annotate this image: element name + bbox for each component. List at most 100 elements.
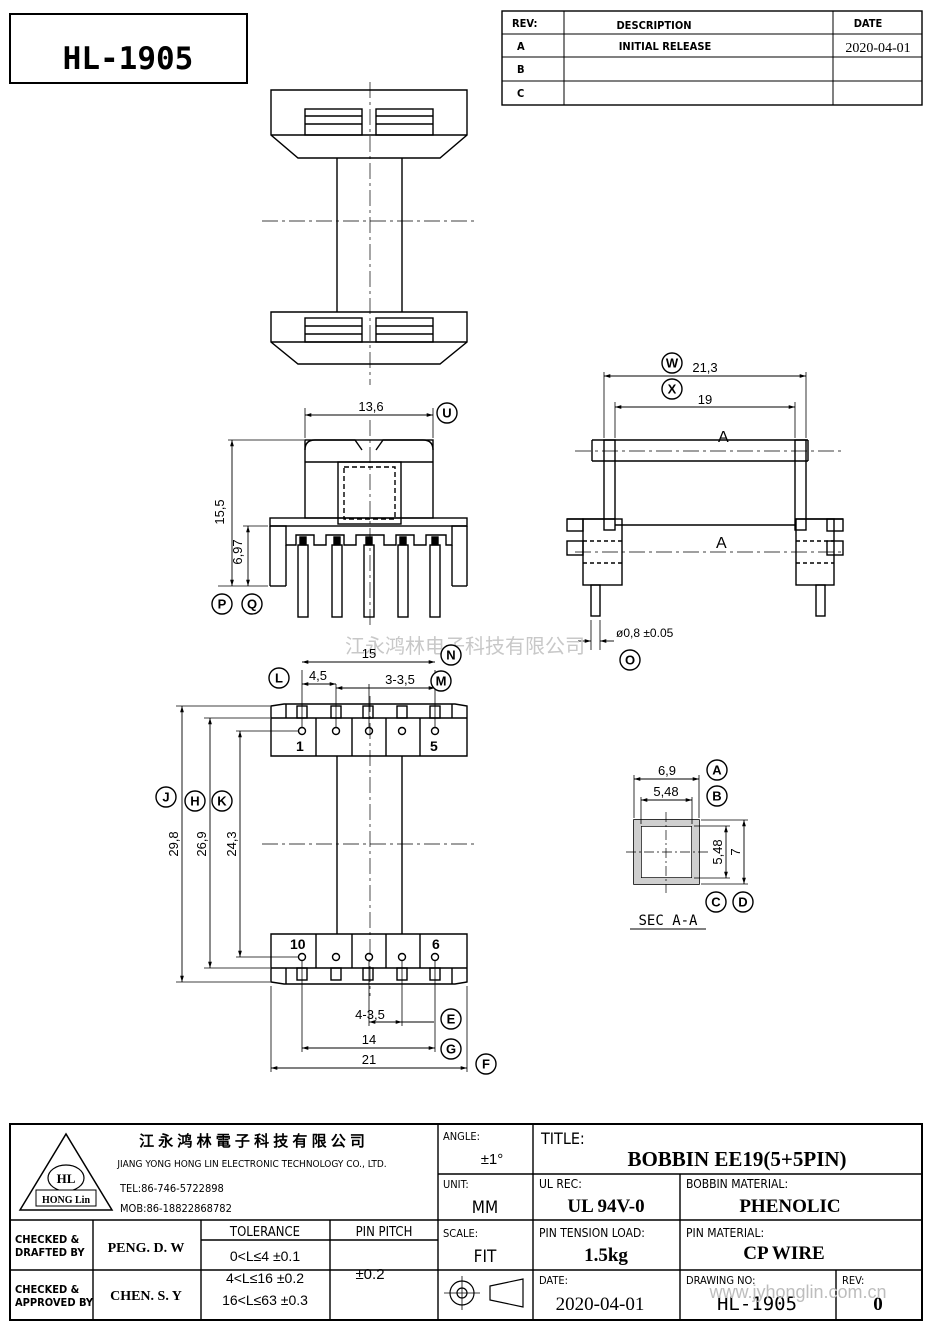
callout-letter: D	[738, 895, 747, 910]
checked-approved-label-1: CHECKED &	[15, 1283, 80, 1296]
drawing-no-label: DRAWING NO:	[686, 1274, 755, 1287]
dim-h: 26,9	[194, 831, 209, 856]
callout-letter: G	[446, 1042, 456, 1057]
callout-k: K	[211, 790, 233, 812]
company-mob: MOB:86-18822868782	[120, 1202, 232, 1215]
callout-letter: C	[711, 895, 721, 910]
callout-c: C	[705, 891, 727, 913]
callout-letter: X	[668, 382, 677, 397]
callout-letter: P	[218, 597, 227, 612]
dim-pin-height: 6,97	[230, 539, 245, 564]
callout-letter: E	[447, 1012, 456, 1027]
rev-row-b-rev: B	[517, 63, 525, 76]
callout-letter: A	[712, 763, 722, 778]
dim-n: 15	[362, 646, 376, 661]
dim-u-width: 13,6	[358, 399, 383, 414]
company-tel: TEL:86-746-5722898	[119, 1182, 224, 1195]
callout-j: J	[155, 786, 177, 808]
part-number: HL-1905	[63, 41, 194, 77]
tolerance-label: TOLERANCE	[229, 1225, 300, 1240]
material-value: PHENOLIC	[739, 1196, 840, 1217]
scale-label: SCALE:	[443, 1227, 478, 1240]
revision-table: REV: DESCRIPTION DATE A INITIAL RELEASE …	[501, 10, 923, 106]
dim-j: 29,8	[166, 831, 181, 856]
callout-x: X	[661, 378, 683, 400]
callout-l: L	[268, 667, 290, 689]
callout-m: M	[430, 670, 452, 692]
material-label: BOBBIN MATERIAL:	[686, 1177, 788, 1191]
unit-value: MM	[472, 1198, 498, 1218]
description-header: DESCRIPTION	[616, 19, 691, 32]
callout-a: A	[706, 759, 728, 781]
callout-p: P	[211, 593, 233, 615]
drawing-no-value: HL-1905	[717, 1293, 797, 1315]
dim-d: 7	[728, 848, 743, 855]
pin-pitch-value: ±0.2	[355, 1266, 384, 1283]
side-view	[566, 372, 845, 650]
pin-material-label: PIN MATERIAL:	[686, 1226, 764, 1240]
rev-row-a-description: INITIAL RELEASE	[619, 40, 712, 53]
dim-k: 24,3	[224, 831, 239, 856]
tolerance-row-1: 0<L≤4 ±0.1	[230, 1248, 300, 1264]
checked-approved-label-2: APPROVED BY	[15, 1296, 94, 1309]
callout-e: E	[440, 1008, 462, 1030]
callout-letter: U	[442, 406, 451, 421]
callout-letter: J	[162, 790, 169, 805]
callout-letter: W	[666, 356, 679, 371]
company-name-cn: 江 永 鸿 林 電 子 科 技 有 限 公 司	[139, 1132, 365, 1150]
section-mark-upper: A	[718, 429, 729, 446]
pin-number-1: 1	[296, 738, 304, 754]
callout-letter: F	[482, 1057, 490, 1072]
pin-tension-value: 1.5kg	[584, 1245, 628, 1266]
callout-n: N	[440, 644, 462, 666]
callout-g: G	[440, 1038, 462, 1060]
dim-f: 21	[362, 1052, 376, 1067]
rev-row-c-rev: C	[517, 87, 524, 100]
callout-b: B	[706, 785, 728, 807]
callout-d: D	[732, 891, 754, 913]
logo-subtext: HONG Lin	[42, 1195, 91, 1206]
title-block-text: HL HONG Lin 江 永 鸿 林 電 子 科 技 有 限 公 司 JIAN…	[15, 1129, 887, 1315]
tolerance-row-2: 4<L≤16 ±0.2	[226, 1270, 304, 1286]
rev-row-a-date: 2020-04-01	[845, 41, 910, 56]
company-name-en: JIANG YONG HONG LIN ELECTRONIC TECHNOLOG…	[116, 1159, 386, 1170]
dim-g: 14	[362, 1032, 376, 1047]
scale-value: FIT	[474, 1247, 497, 1267]
front-view	[218, 408, 468, 628]
bottom-view-dimensions	[180, 660, 467, 1070]
callout-letter: Q	[247, 597, 257, 612]
dim-pin-diameter: ø0,8 ±0.05	[616, 626, 674, 640]
dim-b: 5,48	[653, 784, 678, 799]
dim-e: 4-3,5	[355, 1007, 385, 1022]
title-value: BOBBIN EE19(5+5PIN)	[627, 1147, 846, 1171]
title-label: TITLE:	[540, 1129, 585, 1148]
rev-row-a-rev: A	[517, 40, 525, 53]
pin-pitch-label: PIN PITCH	[356, 1225, 413, 1240]
rev-value: 0	[873, 1294, 883, 1315]
dim-a: 6,9	[658, 763, 676, 778]
callout-letter: B	[712, 789, 721, 804]
callout-o: O	[619, 649, 641, 671]
callout-letter: K	[217, 794, 227, 809]
front-view-dimensions	[230, 413, 433, 586]
ul-value: UL 94V-0	[567, 1196, 644, 1217]
callout-letter: O	[625, 653, 635, 668]
callout-h: H	[184, 790, 206, 812]
pin-number-5: 5	[430, 738, 438, 754]
pin-number-6: 6	[432, 936, 440, 952]
checked-drafted-value: PENG. D. W	[108, 1241, 185, 1256]
callout-letter: L	[275, 671, 283, 686]
dim-l: 4,5	[309, 668, 327, 683]
unit-label: UNIT:	[443, 1178, 469, 1191]
dim-m: 3-3,5	[385, 672, 415, 687]
callout-f: F	[475, 1053, 497, 1075]
logo-text: HL	[57, 1171, 76, 1186]
callout-letter: N	[446, 648, 455, 663]
dim-x: 19	[698, 392, 712, 407]
bottom-view	[176, 670, 478, 1072]
callout-q: Q	[241, 593, 263, 615]
callout-u: U	[436, 402, 458, 424]
pin-tension-label: PIN TENSION LOAD:	[539, 1226, 645, 1240]
part-number-box: HL-1905	[9, 13, 248, 84]
